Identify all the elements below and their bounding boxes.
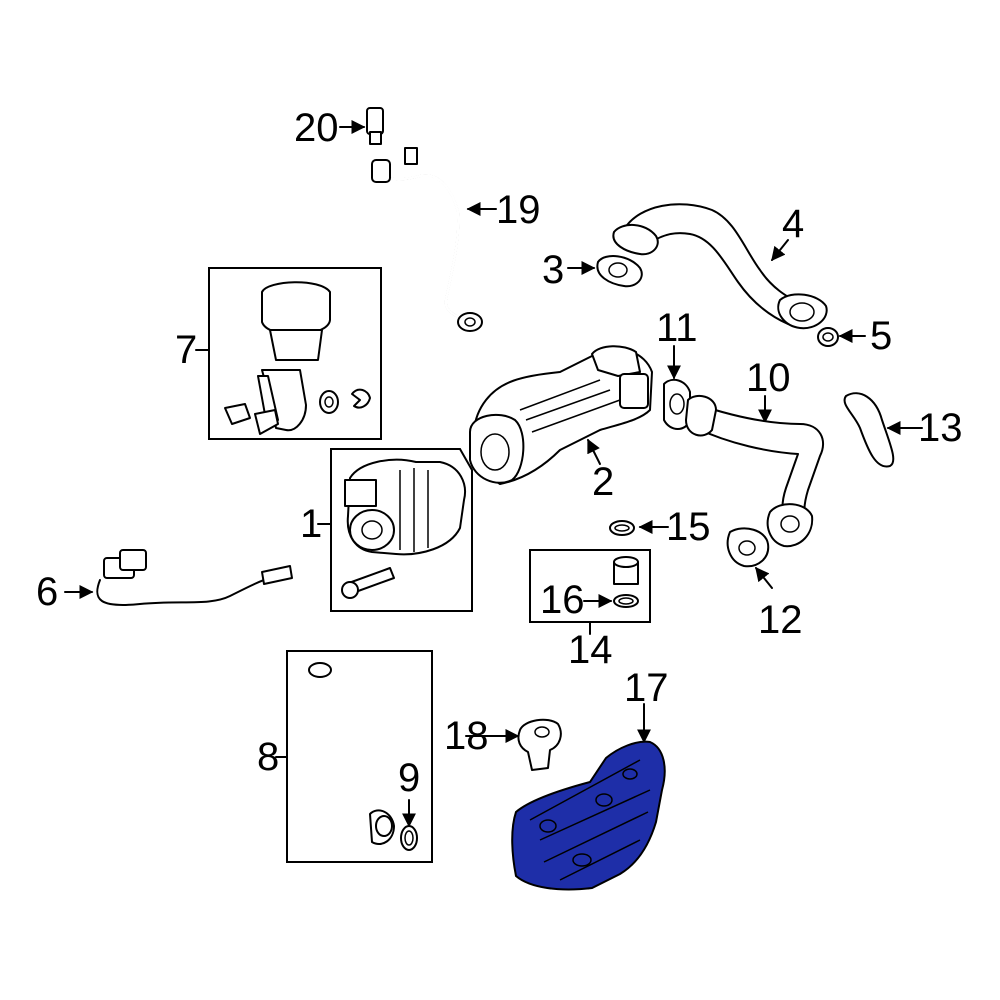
callout-3: 3: [542, 248, 565, 292]
callout-7: 7: [175, 328, 198, 372]
group-box-1: [330, 448, 473, 612]
part-7-valve: [224, 281, 371, 435]
callout-13: 13: [918, 406, 963, 450]
part-19-line: [371, 147, 483, 332]
part-12-gasket: [726, 527, 770, 568]
part-9-oring: [400, 825, 418, 851]
callout-20: 20: [294, 106, 339, 150]
arrow-12: [755, 566, 773, 589]
part-15-oring: [609, 520, 635, 536]
callout-5: 5: [870, 314, 893, 358]
part-14-16-fitting: [613, 556, 639, 608]
callout-4: 4: [782, 202, 805, 246]
callout-2: 2: [592, 460, 615, 504]
part-6-sensor: [96, 549, 293, 606]
callout-18: 18: [444, 714, 489, 758]
arrow-4: [771, 239, 789, 262]
callout-10: 10: [746, 356, 791, 400]
part-4-pipe: [612, 203, 828, 330]
callout-15: 15: [666, 505, 711, 549]
callout-11: 11: [656, 306, 698, 350]
part-2-cooler: [469, 345, 653, 485]
callout-14: 14: [568, 628, 613, 672]
callout-19: 19: [496, 188, 541, 232]
part-13-shield: [843, 392, 895, 468]
callout-6: 6: [36, 570, 59, 614]
part-8-pipe: [307, 662, 395, 845]
callout-1: 1: [300, 502, 323, 546]
arrow-2: [587, 438, 601, 465]
callout-17: 17: [624, 666, 669, 710]
part-17-housing: [511, 740, 666, 891]
part-10-pipe: [685, 394, 825, 548]
callout-9: 9: [398, 756, 421, 800]
part-1-egr-valve: [341, 458, 466, 599]
callout-12: 12: [758, 598, 803, 642]
part-5-oring: [817, 327, 839, 347]
part-20-sensor: [366, 107, 384, 145]
callout-8: 8: [257, 735, 280, 779]
part-18-fitting: [517, 718, 562, 771]
part-3-gasket: [596, 255, 643, 288]
group-box-7: [208, 267, 382, 440]
callout-16: 16: [540, 578, 585, 622]
